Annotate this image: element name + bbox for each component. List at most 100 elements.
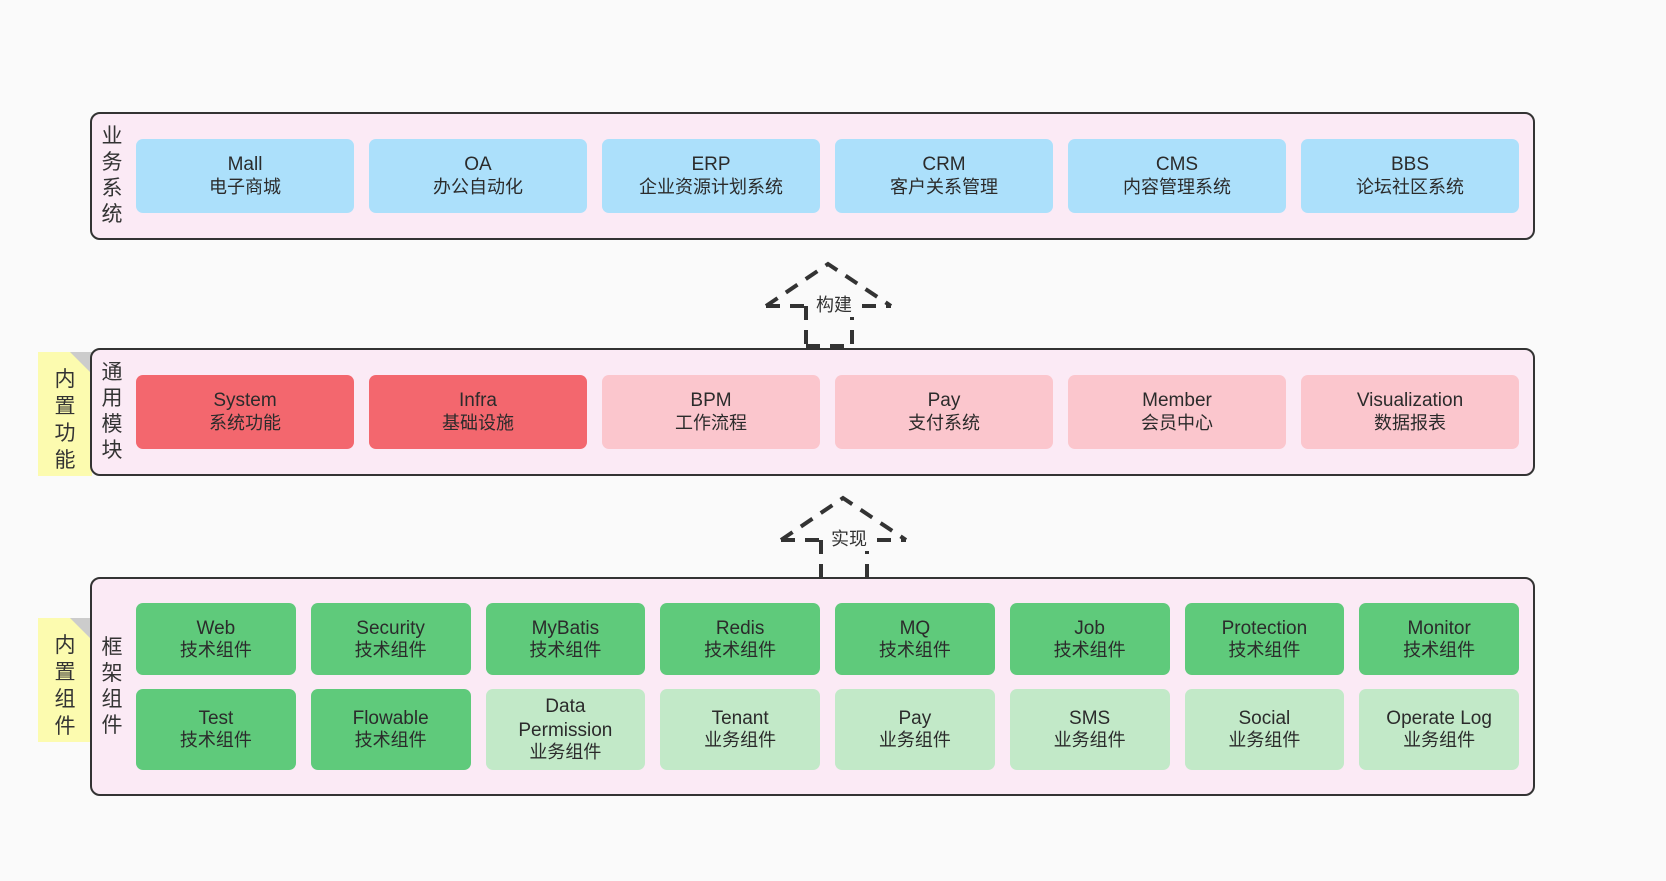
- card-subtitle: 内容管理系统: [1123, 176, 1231, 197]
- component-card-web[interactable]: Web 技术组件: [136, 603, 296, 676]
- card-subtitle: 数据报表: [1374, 412, 1446, 433]
- note-fold-icon: [70, 618, 92, 640]
- component-card-monitor[interactable]: Monitor 技术组件: [1359, 603, 1519, 676]
- card-title: MQ: [899, 617, 931, 639]
- note-char: 功: [54, 422, 76, 445]
- connector-build: 构建: [760, 258, 910, 348]
- card-title: Visualization: [1356, 390, 1464, 412]
- card-title: Redis: [715, 617, 765, 639]
- label-char: 件: [101, 713, 123, 737]
- card-title: System: [213, 390, 277, 412]
- label-char: 用: [101, 387, 123, 410]
- card-subtitle: 工作流程: [675, 412, 747, 433]
- module-card-bbs[interactable]: BBS 论坛社区系统: [1301, 139, 1519, 213]
- card-subtitle: 业务组件: [1053, 730, 1126, 751]
- card-title: Infra: [458, 390, 498, 412]
- component-card-sms[interactable]: SMS 业务组件: [1009, 689, 1170, 770]
- layer-common-modules: 通 用 模 块 System 系统功能 Infra 基础设施 BPM 工作流程: [90, 348, 1535, 476]
- card-subtitle: 技术组件: [179, 730, 252, 751]
- module-card-erp[interactable]: ERP 企业资源计划系统: [602, 139, 820, 213]
- card-subtitle: 业务组件: [1403, 730, 1476, 751]
- card-subtitle: 支付系统: [908, 412, 980, 433]
- layer-row: System 系统功能 Infra 基础设施 BPM 工作流程 Pay 支付系统…: [136, 375, 1519, 449]
- card-title: Operate Log: [1386, 707, 1492, 729]
- card-title: Pay: [898, 707, 932, 729]
- component-card-pay[interactable]: Pay 业务组件: [835, 689, 995, 770]
- card-subtitle: 基础设施: [442, 412, 514, 433]
- module-card-pay[interactable]: Pay 支付系统: [835, 375, 1053, 449]
- layer-row: Test 技术组件 Flowable 技术组件 Data Permission …: [136, 689, 1519, 770]
- card-title: BBS: [1390, 154, 1430, 176]
- card-title: OA: [464, 154, 492, 176]
- card-title: Job: [1074, 617, 1105, 639]
- sticky-note-builtin-features: 内 置 功 能: [38, 352, 92, 476]
- label-char: 块: [101, 439, 123, 462]
- component-card-security[interactable]: Security 技术组件: [310, 603, 471, 676]
- card-title: Tenant: [711, 707, 769, 729]
- module-card-visualization[interactable]: Visualization 数据报表: [1301, 375, 1519, 449]
- component-card-mybatis[interactable]: MyBatis 技术组件: [485, 603, 646, 676]
- layer-body-common-modules: System 系统功能 Infra 基础设施 BPM 工作流程 Pay 支付系统…: [132, 375, 1533, 449]
- module-card-system[interactable]: System 系统功能: [136, 375, 354, 449]
- label-char: 务: [101, 151, 123, 174]
- card-subtitle: 技术组件: [1228, 639, 1301, 660]
- card-subtitle: 电子商城: [209, 176, 281, 197]
- note-char: 件: [54, 715, 76, 738]
- card-subtitle: 技术组件: [354, 639, 427, 660]
- card-title: Web: [196, 617, 236, 639]
- label-char: 统: [101, 203, 123, 226]
- component-card-operate-log[interactable]: Operate Log 业务组件: [1359, 689, 1519, 770]
- card-title: Protection: [1221, 617, 1308, 639]
- card-subtitle: 技术组件: [1403, 639, 1476, 660]
- card-title: Data Permission: [518, 696, 613, 741]
- component-card-protection[interactable]: Protection 技术组件: [1184, 603, 1345, 676]
- module-card-bpm[interactable]: BPM 工作流程: [602, 375, 820, 449]
- note-char: 能: [54, 449, 76, 472]
- card-subtitle: 客户关系管理: [890, 176, 998, 197]
- card-subtitle: 技术组件: [878, 639, 951, 660]
- card-title: BPM: [690, 390, 732, 412]
- card-title: Social: [1238, 707, 1291, 729]
- component-card-redis[interactable]: Redis 技术组件: [660, 603, 820, 676]
- card-title: Security: [356, 617, 425, 639]
- note-char: 组: [54, 688, 76, 711]
- label-char: 模: [101, 413, 123, 436]
- note-char: 置: [54, 661, 76, 684]
- module-card-mall[interactable]: Mall 电子商城: [136, 139, 354, 213]
- card-subtitle: 技术组件: [179, 639, 252, 660]
- label-char: 业: [101, 125, 123, 148]
- label-char: 通: [101, 361, 123, 384]
- component-card-data-permission[interactable]: Data Permission 业务组件: [485, 689, 646, 770]
- component-card-job[interactable]: Job 技术组件: [1009, 603, 1170, 676]
- module-card-oa[interactable]: OA 办公自动化: [369, 139, 587, 213]
- card-subtitle: 技术组件: [354, 730, 427, 751]
- card-subtitle: 论坛社区系统: [1356, 176, 1464, 197]
- component-card-flowable[interactable]: Flowable 技术组件: [310, 689, 471, 770]
- card-subtitle: 技术组件: [1053, 639, 1126, 660]
- card-subtitle: 会员中心: [1141, 412, 1213, 433]
- module-card-cms[interactable]: CMS 内容管理系统: [1068, 139, 1286, 213]
- sticky-note-builtin-components: 内 置 组 件: [38, 618, 92, 742]
- layer-row: Web 技术组件 Security 技术组件 MyBatis 技术组件 Redi…: [136, 603, 1519, 676]
- component-card-social[interactable]: Social 业务组件: [1184, 689, 1345, 770]
- connector-implement: 实现: [775, 492, 925, 582]
- card-title: ERP: [691, 154, 731, 176]
- layer-label-common-modules: 通 用 模 块: [92, 360, 132, 464]
- card-subtitle: 技术组件: [529, 639, 602, 660]
- component-card-mq[interactable]: MQ 技术组件: [835, 603, 995, 676]
- layer-business-systems: 业 务 系 统 Mall 电子商城 OA 办公自动化 ERP 企业资源计划系统: [90, 112, 1535, 240]
- module-card-member[interactable]: Member 会员中心: [1068, 375, 1286, 449]
- module-card-infra[interactable]: Infra 基础设施: [369, 375, 587, 449]
- component-card-test[interactable]: Test 技术组件: [136, 689, 296, 770]
- label-char: 框: [101, 635, 123, 659]
- module-card-crm[interactable]: CRM 客户关系管理: [835, 139, 1053, 213]
- note-fold-icon: [70, 352, 92, 374]
- layer-label-framework-components: 框 架 组 件: [92, 635, 132, 739]
- card-title: Member: [1142, 390, 1212, 412]
- layer-label-business-systems: 业 务 系 统: [92, 124, 132, 228]
- card-subtitle: 业务组件: [529, 741, 602, 762]
- component-card-tenant[interactable]: Tenant 业务组件: [660, 689, 820, 770]
- card-title: Test: [198, 707, 234, 729]
- card-title: SMS: [1069, 707, 1111, 729]
- card-title: Mall: [227, 154, 263, 176]
